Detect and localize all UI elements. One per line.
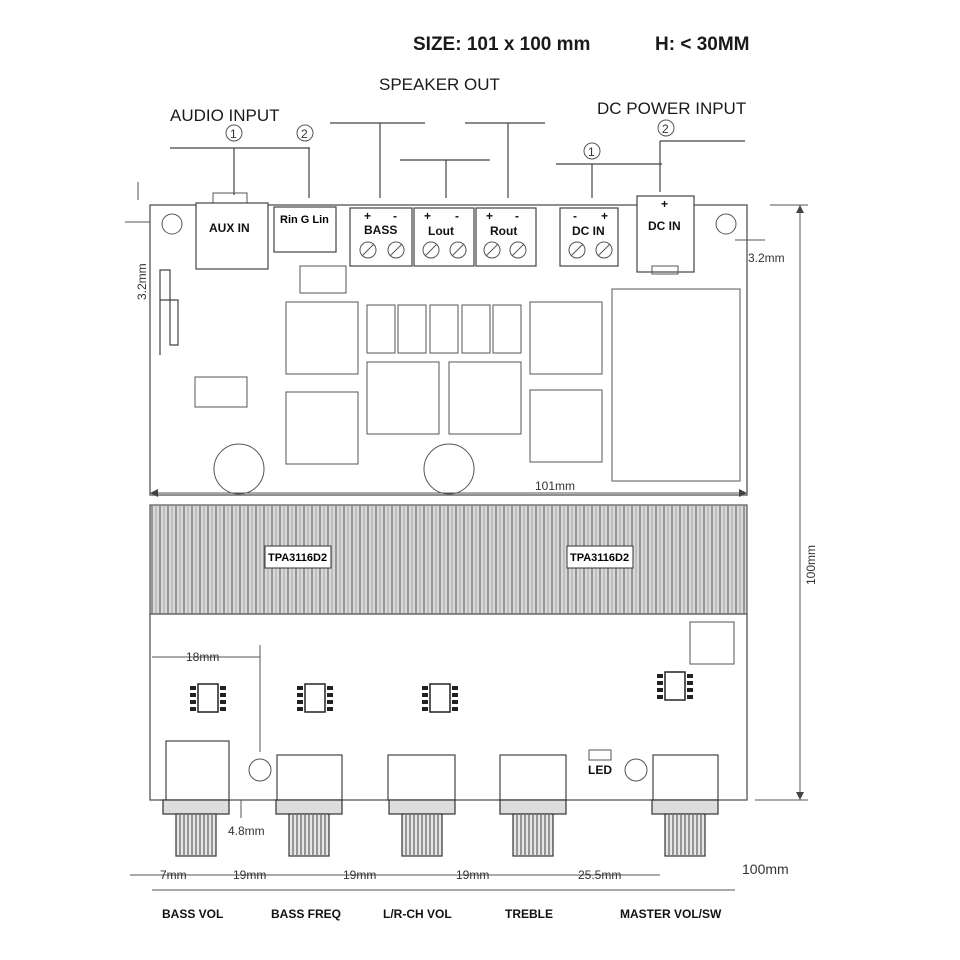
lower-component <box>689 621 735 665</box>
dc-jack-foot <box>651 265 679 275</box>
cap-2 <box>397 304 427 354</box>
bass-label: BASS <box>364 223 397 237</box>
audio-input-label: AUDIO INPUT <box>170 106 280 125</box>
inductor-5 <box>529 301 603 375</box>
potentiometers <box>162 740 719 857</box>
round-capacitor-1 <box>213 443 265 495</box>
antenna-trace <box>159 269 179 355</box>
hole-dim-left-label: 3.2mm <box>135 263 149 300</box>
bass-plus: + <box>364 209 371 223</box>
led-body <box>588 749 612 761</box>
inductor-6 <box>529 389 603 463</box>
potentiometer <box>162 740 230 857</box>
chip-left-box <box>264 545 332 569</box>
chip-right-label: TPA3116D2 <box>570 552 629 564</box>
cap-1 <box>366 304 396 354</box>
inductor-2 <box>285 391 359 465</box>
lout-terminal: Lout <box>413 207 475 267</box>
inductor-1 <box>285 301 359 375</box>
speaker-out-label: SPEAKER OUT <box>379 75 500 94</box>
round-capacitor-2 <box>423 443 475 495</box>
rgl-label: Rin G Lin <box>280 214 329 226</box>
lout-label: Lout <box>428 224 454 238</box>
knob-label-master: MASTER VOL/SW <box>620 907 722 921</box>
width-dim-label: 101mm <box>535 479 575 493</box>
callout-num-1: 1 <box>230 127 237 141</box>
left-hole <box>248 758 272 782</box>
op-amp-ics <box>190 671 693 713</box>
dim-19a-label: 19mm <box>233 868 266 882</box>
dim-18-label: 18mm <box>186 650 219 664</box>
dim-7-label: 7mm <box>160 868 187 882</box>
knob-label-treble: TREBLE <box>505 907 553 921</box>
callout-circle-1 <box>225 124 243 142</box>
bass-minus: - <box>393 209 397 223</box>
heatsink <box>149 504 748 615</box>
mount-hole-top-right <box>715 213 737 235</box>
ic-chip <box>190 683 226 713</box>
rgl-header <box>273 206 337 253</box>
rout-label: Rout <box>490 224 517 238</box>
size-title: SIZE: 101 x 100 mm <box>413 34 590 55</box>
knob-label-bass-vol: BASS VOL <box>162 907 223 921</box>
height-title: H: < 30MM <box>655 34 750 55</box>
rout-plus: + <box>486 209 493 223</box>
lout-minus: - <box>455 209 459 223</box>
dc-plus: + <box>601 209 608 223</box>
dc-in-jack <box>636 195 695 273</box>
chip-right-box <box>566 545 634 569</box>
potentiometer <box>387 754 456 857</box>
dc-in-terminal-label: DC IN <box>572 224 605 238</box>
dc-power-input-label: DC POWER INPUT <box>597 99 746 118</box>
mount-hole-top-left <box>161 213 183 235</box>
dc-callout-circle-1 <box>583 142 601 160</box>
dim-19c-label: 19mm <box>456 868 489 882</box>
rout-minus: - <box>515 209 519 223</box>
dc-in-terminal: DC IN <box>559 207 619 267</box>
ic-chip <box>297 683 333 713</box>
inductor-4 <box>448 361 522 435</box>
dc-callout-circle-2 <box>657 119 675 137</box>
small-component-2 <box>194 376 248 408</box>
potentiometer <box>499 754 567 857</box>
dim-total-label: 100mm <box>742 861 789 877</box>
dc-in-jack-label: DC IN <box>648 219 681 233</box>
dc-callout-num-2: 2 <box>662 122 669 136</box>
callout-circle-2 <box>296 124 314 142</box>
cap-5 <box>492 304 522 354</box>
inductor-3 <box>366 361 440 435</box>
chip-left-label: TPA3116D2 <box>268 552 327 564</box>
dc-minus: - <box>573 209 577 223</box>
large-capacitor-block <box>611 288 741 482</box>
ic-chip <box>657 671 693 701</box>
small-component <box>299 265 347 294</box>
dim-48-label: 4.8mm <box>228 824 265 838</box>
led-label: LED <box>588 763 612 777</box>
rout-terminal: Rout <box>475 207 537 267</box>
potentiometer <box>651 754 719 857</box>
dc-jack-plus: + <box>661 197 668 211</box>
callout-num-2: 2 <box>301 127 308 141</box>
knob-label-lr-vol: L/R-CH VOL <box>383 907 452 921</box>
aux-in-label: AUX IN <box>209 221 250 235</box>
knob-label-bass-freq: BASS FREQ <box>271 907 341 921</box>
led-hole <box>624 758 648 782</box>
dim-255-label: 25.5mm <box>578 868 621 882</box>
aux-in-jack <box>195 202 269 270</box>
bass-terminal: BASS <box>349 207 413 267</box>
dc-callout-num-1: 1 <box>588 145 595 159</box>
lout-plus: + <box>424 209 431 223</box>
cap-3 <box>429 304 459 354</box>
height-dim-label: 100mm <box>804 545 818 585</box>
potentiometer <box>275 754 343 857</box>
ic-chip <box>422 683 458 713</box>
dim-19b-label: 19mm <box>343 868 376 882</box>
hole-dim-right-label: 3.2mm <box>748 251 785 265</box>
cap-4 <box>461 304 491 354</box>
